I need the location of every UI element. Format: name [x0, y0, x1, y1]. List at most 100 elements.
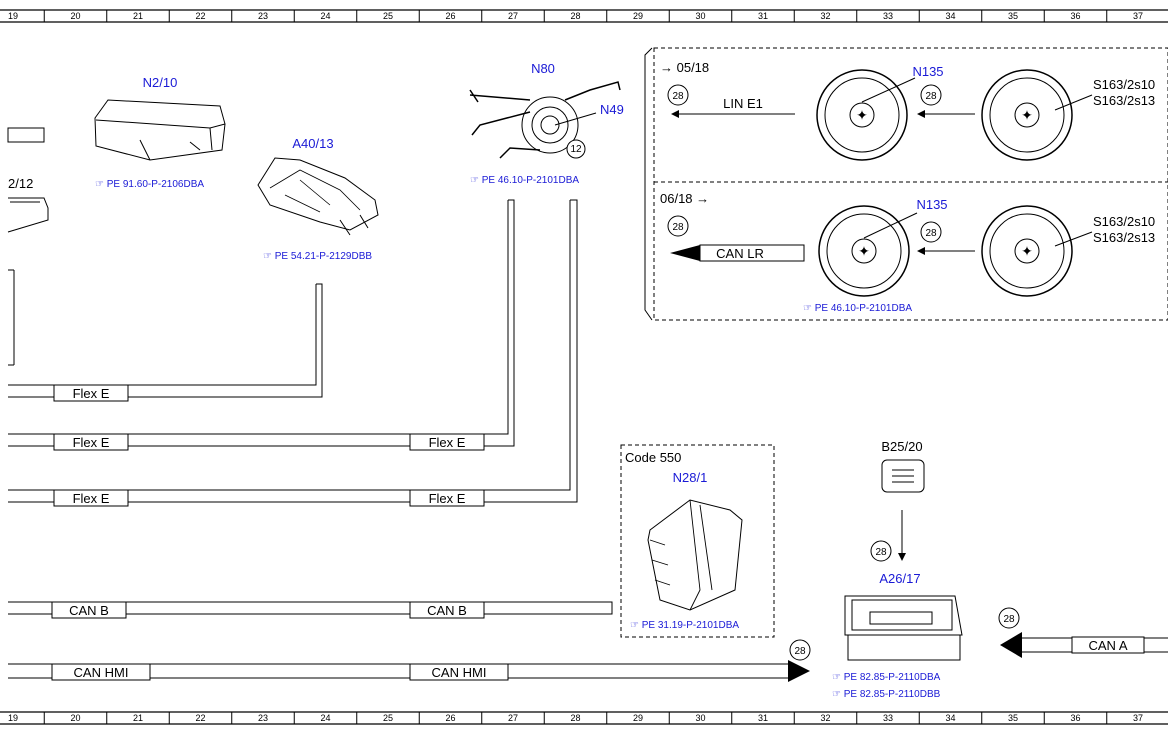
code-550-label: Code 550 — [625, 450, 681, 465]
bottom-steering-wheel-ctrl: ✦ — [818, 205, 918, 297]
flex-e-label-2b: Flex E — [429, 435, 466, 450]
n28-1-ref: ☞ PE 31.19-P-2101DBA — [630, 620, 739, 631]
ruler-number: 37 — [1133, 713, 1143, 723]
can-a-label: CAN A — [1088, 638, 1127, 653]
ruler-number: 28 — [570, 713, 580, 723]
can-hmi-circle: 28 — [794, 646, 806, 657]
ruler-number: 31 — [758, 713, 768, 723]
n2-10-ref: ☞ PE 91.60-P-2106DBA — [95, 179, 204, 190]
can-b-label-a: CAN B — [69, 603, 109, 618]
svg-text:✦: ✦ — [856, 107, 868, 123]
can-hmi-label-b: CAN HMI — [432, 665, 487, 680]
n28-1-label: N28/1 — [673, 470, 708, 485]
ruler-number: 22 — [195, 11, 205, 21]
ruler-number: 20 — [70, 713, 80, 723]
top-steering-wheel-sw: ✦ — [981, 69, 1093, 161]
bottom-sw2-label: S163/2s13 — [1093, 230, 1155, 245]
top-variant-circle: 28 — [672, 91, 684, 102]
a40-13-component[interactable]: A40/13 ☞ PE 54.21-P-2129DBB — [257, 136, 379, 262]
ruler-number: 24 — [320, 713, 330, 723]
b25-20-component[interactable]: B25/20 28 — [870, 439, 925, 562]
ruler-number: 21 — [133, 11, 143, 21]
n80-circle-num: 12 — [570, 144, 582, 155]
top-steering-wheel-ctrl: ✦ — [816, 69, 916, 161]
ruler-number: 34 — [945, 11, 955, 21]
ruler-number: 22 — [195, 713, 205, 723]
ruler-number: 25 — [383, 11, 393, 21]
bottom-variant-date: 06/18 → — [660, 191, 709, 206]
top-sw1-label: S163/2s10 — [1093, 77, 1155, 92]
ruler-number: 19 — [8, 11, 18, 21]
can-b-bus: CAN B CAN B — [8, 601, 613, 619]
a40-13-label: A40/13 — [292, 136, 333, 151]
a40-13-ref: ☞ PE 54.21-P-2129DBB — [263, 251, 372, 262]
ruler-number: 30 — [695, 11, 705, 21]
partial-left-label: 2/12 — [8, 176, 33, 191]
top-sw2-label: S163/2s13 — [1093, 93, 1155, 108]
n49-label: N49 — [600, 102, 624, 117]
ruler-number: 32 — [820, 11, 830, 21]
n2-10-component[interactable]: N2/10 ☞ PE 91.60-P-2106DBA — [94, 75, 226, 190]
ruler-number: 27 — [508, 713, 518, 723]
b25-20-circle: 28 — [875, 547, 887, 558]
n28-1-component[interactable]: Code 550 N28/1 ☞ PE 31.19-P-2101DBA — [620, 444, 775, 638]
ruler-number: 35 — [1008, 713, 1018, 723]
flex-e-label-2a: Flex E — [73, 435, 110, 450]
ruler-number: 36 — [1070, 11, 1080, 21]
n80-component[interactable]: N80 N49 12 ☞ PE 46.10-P-2101DBA — [469, 61, 624, 186]
ruler-number: 24 — [320, 11, 330, 21]
a26-17-ref1: ☞ PE 82.85-P-2110DBA — [832, 672, 941, 683]
top-n135-label: N135 — [912, 64, 943, 79]
can-hmi-label-a: CAN HMI — [74, 665, 129, 680]
ruler-number: 35 — [1008, 11, 1018, 21]
flex-e-label-1: Flex E — [73, 386, 110, 401]
ruler-number: 23 — [258, 11, 268, 21]
can-a-bus: CAN A 28 — [998, 607, 1168, 658]
b25-20-label: B25/20 — [881, 439, 922, 454]
can-b-label-b: CAN B — [427, 603, 467, 618]
flex-e-label-3b: Flex E — [429, 491, 466, 506]
bottom-sw1-label: S163/2s10 — [1093, 214, 1155, 229]
ruler-number: 31 — [758, 11, 768, 21]
ruler-number: 34 — [945, 713, 955, 723]
bottom-n135-label: N135 — [916, 197, 947, 212]
ruler-number: 29 — [633, 11, 643, 21]
ruler-number: 25 — [383, 713, 393, 723]
n80-ref: ☞ PE 46.10-P-2101DBA — [470, 175, 579, 186]
ruler-number: 30 — [695, 713, 705, 723]
flex-e-bus-1: Flex E — [8, 283, 323, 402]
ruler-number: 23 — [258, 713, 268, 723]
ruler-number: 33 — [883, 11, 893, 21]
n2-10-label: N2/10 — [143, 75, 178, 90]
a26-17-ref2: ☞ PE 82.85-P-2110DBB — [832, 689, 941, 700]
bottom-steering-wheel-sw: ✦ — [981, 205, 1093, 297]
ruler-number: 36 — [1070, 713, 1080, 723]
variant-box: → 05/18 28 LIN E1 ✦ N135 28 ✦ S163/2s10 … — [644, 47, 1168, 321]
partial-left-component: 2/12 — [7, 127, 49, 366]
top-variant-date: → 05/18 — [660, 60, 709, 75]
flex-e-label-3a: Flex E — [73, 491, 110, 506]
svg-text:✦: ✦ — [858, 243, 870, 259]
top-variant-bus: LIN E1 — [723, 96, 763, 111]
ruler-number: 26 — [445, 713, 455, 723]
svg-text:✦: ✦ — [1021, 107, 1033, 123]
svg-text:✦: ✦ — [1021, 243, 1033, 259]
a26-17-component[interactable]: A26/17 ☞ PE 82.85-P-2110DBA ☞ PE 82.85-P… — [832, 571, 963, 700]
bottom-variant-circle2: 28 — [925, 228, 937, 239]
ruler-number: 33 — [883, 713, 893, 723]
can-hmi-bus: CAN HMI CAN HMI 28 — [8, 639, 811, 682]
can-a-circle: 28 — [1003, 614, 1015, 625]
bottom-variant-bus: CAN LR — [716, 246, 764, 261]
ruler-number: 29 — [633, 713, 643, 723]
ruler-number: 27 — [508, 11, 518, 21]
ruler-number: 28 — [570, 11, 580, 21]
ruler-number: 37 — [1133, 11, 1143, 21]
a26-17-label: A26/17 — [879, 571, 920, 586]
bottom-variant-ref: ☞ PE 46.10-P-2101DBA — [803, 303, 912, 314]
flex-e-bus-3: Flex E Flex E — [8, 199, 578, 507]
ruler-number: 26 — [445, 11, 455, 21]
bottom-variant-circle: 28 — [672, 222, 684, 233]
